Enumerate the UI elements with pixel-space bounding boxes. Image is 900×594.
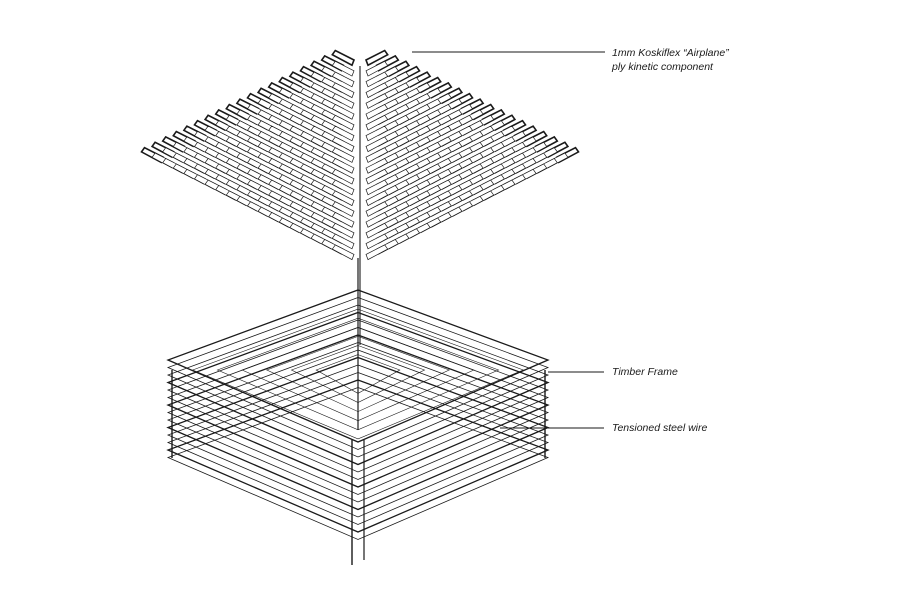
ply-fin [365,158,389,174]
ply-fin [331,244,355,261]
component-label: 1mm Koskiflex “Airplane” ply kinetic com… [612,46,729,74]
ply-fin [331,212,355,228]
ply-fin [331,168,355,185]
ply-fin [365,136,389,153]
tension-wire [191,308,525,440]
ply-fin [365,190,389,207]
ply-fin [331,93,355,109]
ply-fin [365,147,389,163]
ply-fin [364,49,389,67]
ply-fin [365,60,389,77]
steel-wire-label: Tensioned steel wire [612,422,708,434]
ply-fin [365,244,389,261]
frame-ring [166,372,550,525]
ply-fin [365,201,389,217]
frame-ring [166,297,550,450]
ply-fin [365,93,389,109]
ply-fin [331,158,355,174]
ply-fin [365,233,389,250]
frame-ring [166,334,550,488]
frame-ring [166,304,550,458]
ply-fin [331,233,355,250]
ply-fin [365,222,389,239]
ply-fin [365,82,389,99]
frame-ring [166,289,550,443]
ply-fin [331,222,355,239]
frame-ring [166,311,550,466]
frame-ring [166,342,550,495]
timber-frame-drawing [166,258,550,565]
ply-fin [331,114,355,131]
ply-fin [331,201,355,217]
ply-fin [331,104,355,120]
leader-lines [412,51,605,429]
ply-fin [331,60,355,77]
ply-fin [365,179,389,196]
frame-ring [166,356,550,511]
component-label-line-1: 1mm Koskiflex “Airplane” [612,47,729,59]
ply-fin [331,82,355,99]
ply-fin [365,114,389,131]
ply-fin [331,49,356,67]
frame-ring [166,379,550,533]
ply-fin [365,104,389,120]
frame-ring [166,319,550,473]
kinetic-components-drawing [140,49,580,345]
ply-fin [331,71,355,88]
component-label-line-2: ply kinetic component [612,61,713,73]
timber-frame-label: Timber Frame [612,366,678,378]
frame-ring [166,387,550,540]
ply-fin [331,190,355,207]
frame-ring [166,349,550,503]
ply-fin [365,168,389,185]
ply-fin [365,212,389,228]
ply-fin [331,147,355,163]
frame-ring [166,327,550,480]
ply-fin [331,125,355,142]
frame-ring [166,364,550,518]
ply-fin [365,125,389,142]
ply-fin [331,136,355,153]
ply-fin [365,71,389,88]
ply-fin [331,179,355,196]
